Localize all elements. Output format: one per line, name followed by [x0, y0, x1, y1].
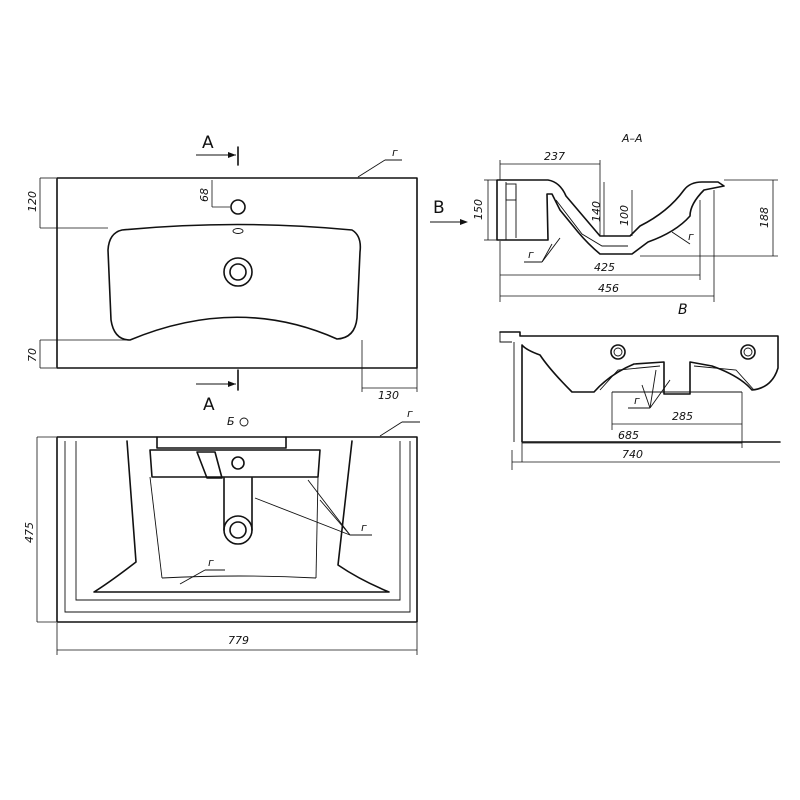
cut-label-bottom: А	[203, 395, 215, 415]
view-b: В г 285 685 740	[499, 302, 781, 470]
front-inner-rim-2	[75, 441, 401, 601]
dim-plan-hole-offset: 68	[198, 188, 211, 202]
section-profile	[496, 179, 725, 255]
view-title: В	[678, 302, 688, 318]
front-note-mark-1: г	[361, 521, 367, 534]
dim-plan-back-depth: 120	[26, 191, 39, 212]
dim-section-456: 456	[598, 282, 619, 295]
dim-section-425: 425	[594, 261, 615, 274]
plan-overflow	[232, 228, 244, 234]
dim-section-188: 188	[758, 207, 771, 228]
front-hole-block	[149, 449, 321, 478]
dim-section-150: 150	[472, 199, 485, 220]
dim-plan-front-depth: 70	[26, 348, 39, 362]
plan-note-mark: г	[392, 146, 398, 159]
front-back-plate	[156, 436, 287, 449]
plan-view: А А В г 120 68 70 130	[26, 133, 468, 415]
dim-plan-top-width: 130	[378, 389, 399, 402]
view-arrow-label: В	[433, 198, 445, 218]
front-drain	[223, 477, 253, 531]
dim-front-height: 475	[23, 522, 36, 543]
plan-tap-hole	[230, 199, 246, 215]
front-basin-left	[93, 440, 390, 593]
section-view: А–А 237 150 140 100 188 г г	[472, 132, 778, 302]
front-note-mark-3: г	[407, 407, 413, 420]
front-basin-floor	[161, 575, 317, 579]
dim-view-740: 740	[622, 448, 643, 461]
cut-label-top: А	[202, 133, 214, 153]
dim-view-285: 285	[672, 410, 693, 423]
plan-drain-inner	[229, 263, 247, 281]
section-note-mark-1: г	[528, 248, 534, 261]
bottom-mark: Б	[227, 415, 235, 428]
plan-drain-outer	[223, 257, 253, 287]
plan-outline	[56, 177, 418, 369]
dim-section-100: 100	[618, 205, 631, 226]
view-note-mark: г	[634, 394, 640, 407]
dim-front-width: 779	[228, 634, 249, 647]
section-title: А–А	[621, 132, 643, 145]
front-note-mark-2: г	[208, 556, 214, 569]
dim-view-685: 685	[618, 429, 639, 442]
view-b-outline	[499, 331, 781, 443]
front-outline	[56, 436, 418, 623]
plan-bowl	[107, 223, 362, 341]
front-view: Б г г г 475	[23, 407, 420, 655]
section-note-mark-2: г	[688, 230, 694, 243]
front-inner-rim	[64, 441, 411, 613]
dim-section-140: 140	[590, 201, 603, 222]
dim-section-237: 237	[544, 150, 565, 163]
